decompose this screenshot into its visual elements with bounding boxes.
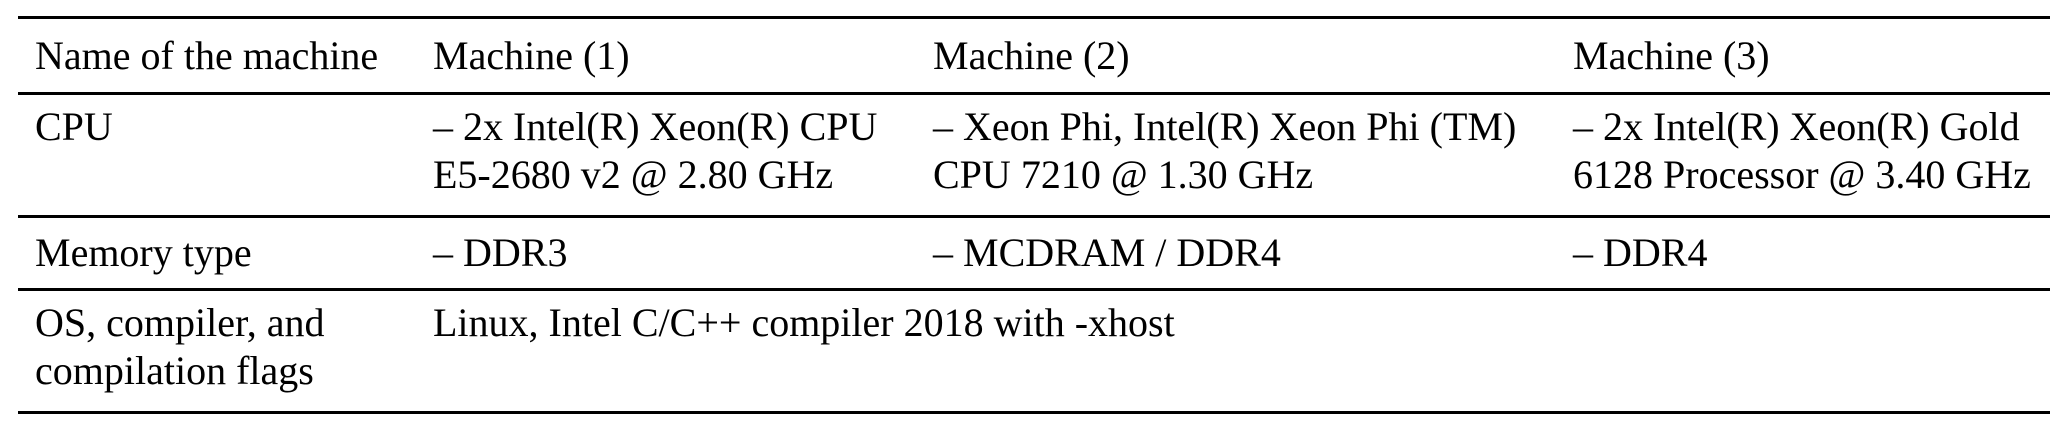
memory-type-row: Memory type – DDR3 – MCDRAM / DDR4 – DDR… bbox=[18, 215, 2050, 288]
memory-machine-1-cell: – DDR3 bbox=[433, 230, 568, 275]
cpu-row: CPU – 2x Intel(R) Xeon(R) CPU E5-2680 v2… bbox=[18, 92, 2050, 215]
cpu-machine-2-cell: – Xeon Phi, Intel(R) Xeon Phi (TM) CPU 7… bbox=[933, 104, 1517, 197]
column-header-machine-1: Machine (1) bbox=[433, 32, 630, 78]
cpu-row-label: CPU bbox=[35, 104, 113, 149]
cpu-machine-1-cell: – 2x Intel(R) Xeon(R) CPU E5-2680 v2 @ 2… bbox=[433, 104, 878, 197]
memory-machine-2-cell: – MCDRAM / DDR4 bbox=[933, 230, 1281, 275]
os-compiler-row: OS, compiler, and compilation flags Linu… bbox=[18, 288, 2050, 411]
table-header-row: Name of the machine Machine (1) Machine … bbox=[18, 16, 2050, 92]
column-header-machine-2: Machine (2) bbox=[933, 32, 1130, 78]
column-header-machine-3: Machine (3) bbox=[1573, 32, 1770, 78]
memory-machine-3-cell: – DDR4 bbox=[1573, 230, 1708, 275]
memory-type-row-label: Memory type bbox=[35, 230, 252, 275]
column-header-name-of-machine: Name of the machine bbox=[35, 32, 379, 78]
machine-specs-table: Name of the machine Machine (1) Machine … bbox=[18, 16, 2050, 414]
cpu-machine-3-cell: – 2x Intel(R) Xeon(R) Gold 6128 Processo… bbox=[1573, 104, 2031, 197]
os-compiler-row-label: OS, compiler, and compilation flags bbox=[35, 300, 325, 393]
os-compiler-all-machines-cell: Linux, Intel C/C++ compiler 2018 with -x… bbox=[433, 300, 1175, 345]
